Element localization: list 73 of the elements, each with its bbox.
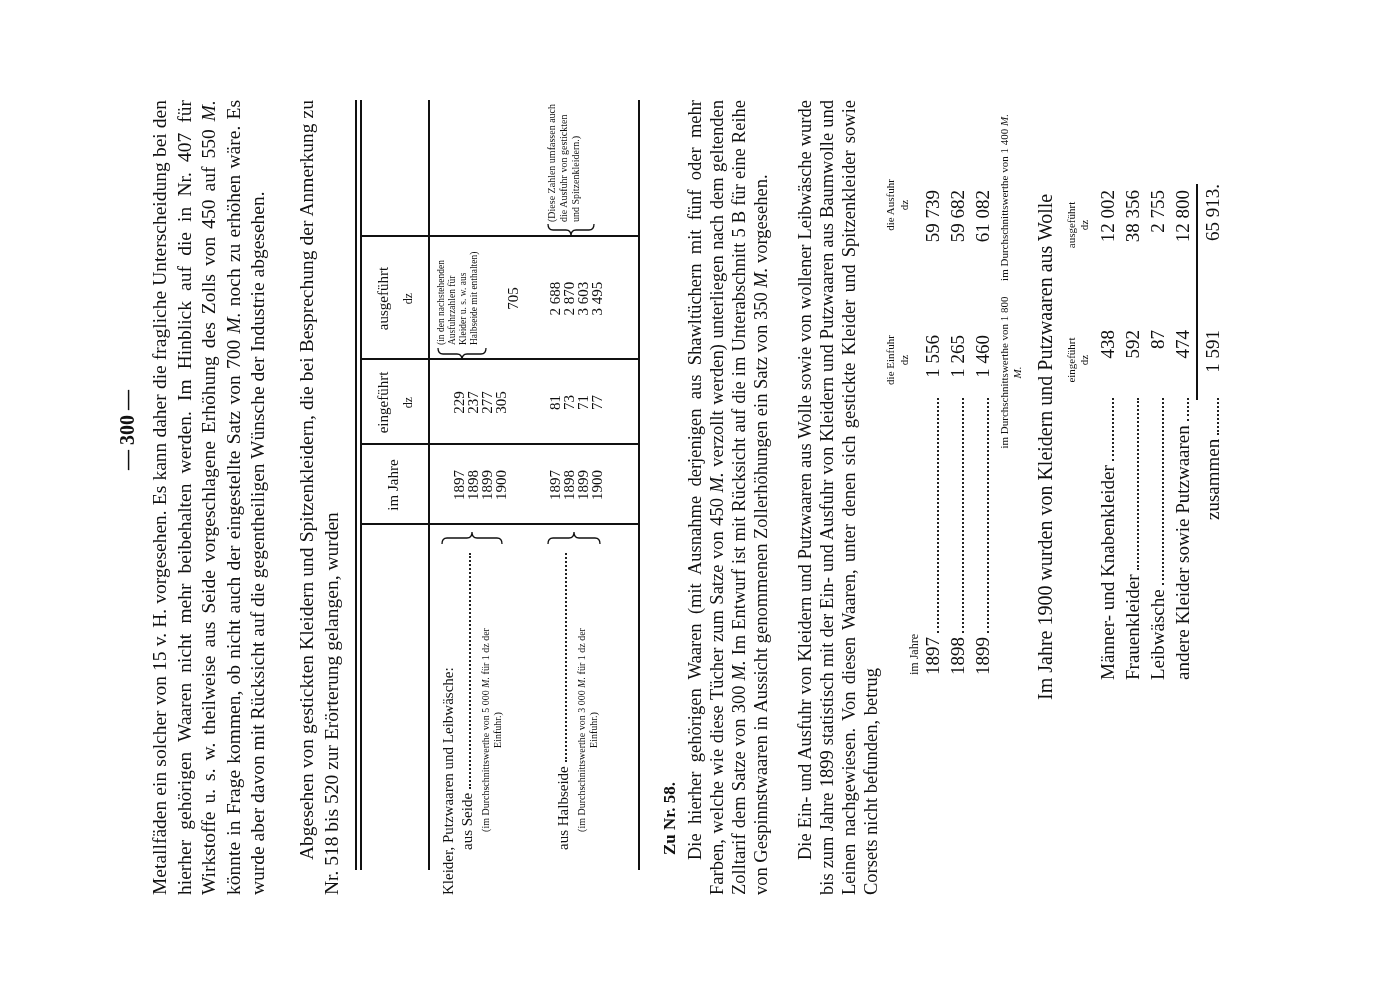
table-cell-text: 1 265 — [947, 335, 969, 380]
footnote: im Durchschnittswerthe von 1 800 M. — [998, 295, 1024, 451]
table-cell-text: 61 082 — [972, 190, 994, 245]
row-label: Frauenkleider — [1122, 395, 1144, 680]
table-cell-text: 12 002 — [1097, 190, 1119, 245]
column-header: eingeführt — [375, 370, 392, 436]
table-cell-text: 705 — [506, 286, 520, 312]
column-header: ausgeführt — [1065, 200, 1078, 251]
table-cell-text: 592 — [1122, 330, 1144, 361]
table-cell-text: 71 — [576, 394, 590, 412]
table-cell-text: 229 — [452, 390, 466, 416]
table-cell-text: 59 682 — [947, 190, 969, 245]
table-cell-text: 1898 — [466, 469, 480, 502]
column-header: im Jahre — [385, 458, 402, 513]
table-cell-text: 12 800 — [1172, 190, 1194, 245]
table-cell-text: 1900 — [494, 469, 508, 502]
row-label: Kleider, Putzwaaren und Leibwäsche: — [440, 666, 457, 895]
table-cell-text: 305 — [494, 390, 508, 416]
column-header: dz — [402, 291, 416, 307]
column-header: die Ausfuhr — [884, 178, 897, 233]
table-cell-text: 277 — [480, 390, 494, 416]
footnote: im Durchschnittswerthe von 1 400 M. — [998, 113, 1011, 283]
table-cell-text: 1899 — [576, 469, 590, 502]
section-heading: Zu Nr. 58. — [660, 780, 680, 855]
row-label: aus Seide — [459, 550, 476, 850]
column-header: dz — [402, 395, 416, 411]
row-label: aus Halbseide — [555, 550, 572, 850]
column-header: dz — [1078, 218, 1091, 233]
row-label: 1899 — [972, 395, 994, 675]
column-header: dz — [898, 353, 911, 368]
table-cell-text: 77 — [590, 394, 604, 412]
table-cell-text: 2 870 — [562, 280, 576, 318]
table-cell-text: 237 — [466, 390, 480, 416]
row-label: 1897 — [922, 395, 944, 675]
table-cell-text: 59 739 — [922, 190, 944, 245]
table-cell-text: 1899 — [480, 469, 494, 502]
footnote: (im Durchschnittswerthe von 5 000 M. für 1 dz der Einfuhr.) — [480, 627, 504, 834]
column-header: die Einfuhr — [884, 334, 897, 387]
footnote: (in den nachstehenden Ausfuhrzahlen für Kleider u. s. w. aus Halbseide mit enthalten) — [436, 250, 480, 345]
page-number: — 300 — — [115, 389, 139, 472]
column-header: dz — [898, 198, 911, 213]
table-cell-text: 3 603 — [576, 280, 590, 318]
column-header: eingeführt — [1065, 336, 1078, 385]
paragraph: Abgesehen von gestickten Kleidern und Spitzenkleidern, die bei Besprechung der Anmerkung zu Nr. 518 bis 520 zur Erörterung gelangen, wurden — [295, 100, 343, 895]
table-cell-text: 1898 — [562, 469, 576, 502]
table-cell-text: 1 460 — [972, 335, 994, 380]
footnote: (im Durchschnittswerthe von 3 000 M. für 1 dz der Einfuhr.) — [576, 627, 600, 834]
table-cell-text: 2 755 — [1147, 190, 1169, 235]
row-label: Leibwäsche — [1147, 395, 1169, 680]
table-cell-text: 65 913. — [1202, 184, 1224, 243]
table-cell-text: 81 — [548, 394, 562, 412]
table-cell-text: 3 495 — [590, 280, 604, 318]
table-cell-text: 1 556 — [922, 335, 944, 380]
row-label: andere Kleider sowie Putzwaaren — [1172, 395, 1194, 680]
table-cell-text: 474 — [1172, 330, 1194, 361]
table-cell-text: 1897 — [548, 469, 562, 502]
row-label: zusammen — [1202, 395, 1224, 520]
table-cell-text: 1 591 — [1202, 330, 1224, 375]
table-cell-text: 38 356 — [1122, 190, 1144, 245]
column-header: im Jahre — [908, 633, 922, 675]
table-cell-text: 73 — [562, 394, 576, 412]
table-cell-text: 2 688 — [548, 280, 562, 318]
paragraph: Die Ein- und Ausfuhr von Kleidern und Putzwaaren aus Wolle sowie von wollener Leibwäsche wurde bis zum Jahre 1899 statistisch mit der Ein- und Ausfuhr von Kleidern und Putzwaaren aus Baumwolle und Leinen nachgewiesen. Von diesen Waaren, unter denen sich gestickte Kleider und Spitzenkleider sowie Corsets nicht befunden, betrug — [794, 100, 882, 895]
table-cell-text: 1900 — [590, 469, 604, 502]
paragraph: Im Jahre 1900 wurden von Kleidern und Putzwaaren aus Wolle — [1033, 192, 1057, 700]
footnote: (Diese Zahlen umfassen auch die Ausfuhr von gestickten und Spitzenkleidern.) — [546, 103, 582, 222]
row-label: 1898 — [947, 395, 969, 675]
table-cell-text: 1897 — [452, 469, 466, 502]
table-cell-text: 87 — [1147, 330, 1169, 351]
column-header: ausgeführt — [375, 265, 392, 333]
row-label: Männer- und Knabenkleider — [1097, 395, 1119, 680]
table-cell-text: 438 — [1097, 330, 1119, 361]
column-header: dz — [1078, 353, 1091, 368]
